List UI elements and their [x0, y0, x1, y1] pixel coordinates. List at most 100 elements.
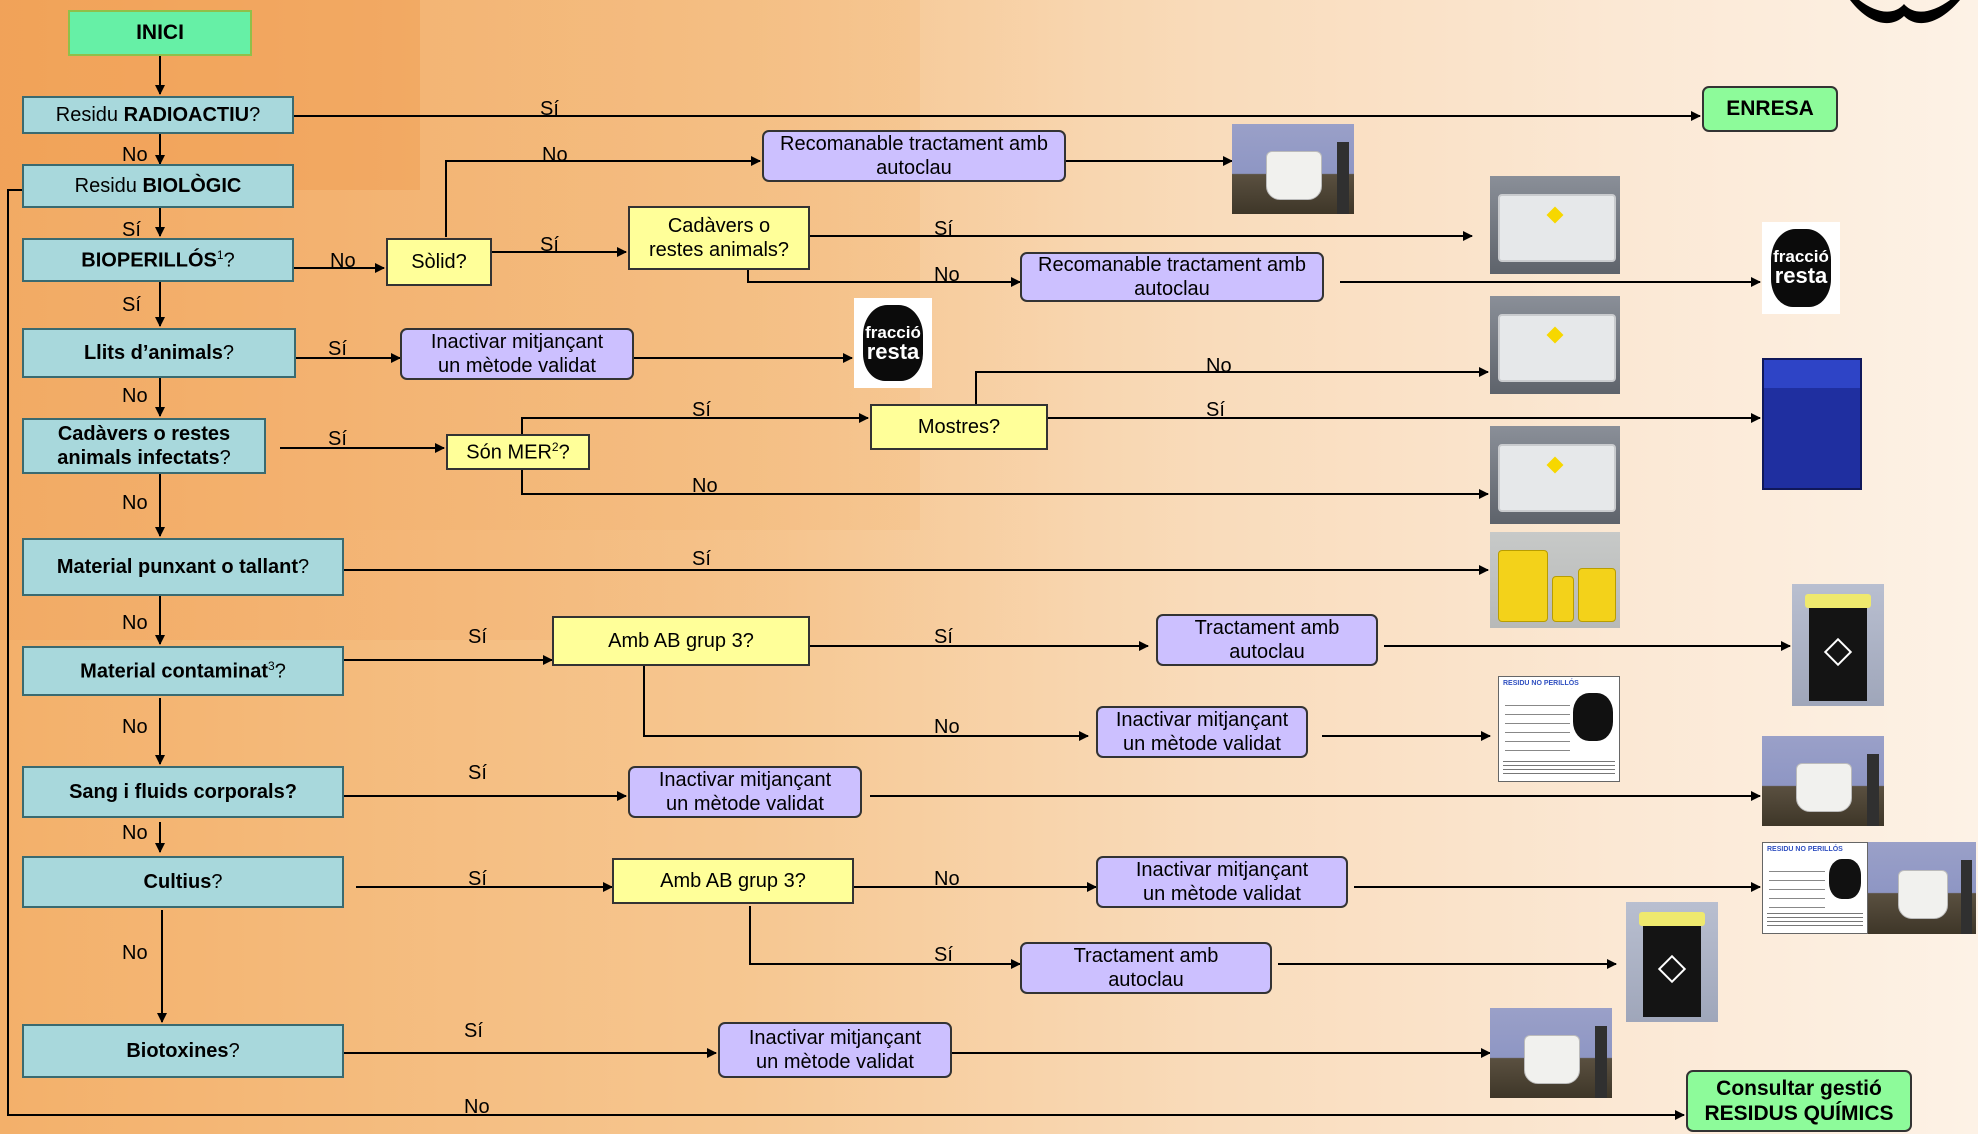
question-sang: Sang i fluids corporals?	[22, 766, 344, 818]
edge-label-yes: Sí	[468, 868, 487, 890]
edge-label-no: No	[934, 868, 960, 890]
question-text: Material punxant o tallant?	[56, 556, 310, 578]
edge-label-no: No	[934, 264, 960, 286]
edge-label-no: No	[934, 716, 960, 738]
edge-label-no: No	[330, 250, 356, 272]
question-text: Residu BIOLÒGIC	[74, 175, 242, 197]
toilet-photo	[1868, 842, 1976, 934]
decision-text: Amb AB grup 3?	[660, 870, 806, 892]
question-radioactiu: Residu RADIOACTIU?	[22, 96, 294, 134]
question-contaminat: Material contaminat3?	[22, 646, 344, 696]
toilet-photo	[1232, 124, 1354, 214]
edge-label-yes: Sí	[1206, 399, 1225, 421]
blue-bin-photo	[1762, 358, 1862, 490]
edge-label-yes: Sí	[122, 219, 141, 241]
edge-label-yes: Sí	[328, 428, 347, 450]
edge-label-yes: Sí	[540, 98, 559, 120]
decision-text: Amb AB grup 3?	[608, 630, 754, 652]
question-llits: Llits d’animals?	[22, 328, 296, 378]
cart-photo	[1490, 176, 1620, 274]
question-bioperillos: BIOPERILLÓS1?	[22, 238, 294, 282]
edge-label-no: No	[122, 385, 148, 407]
edge-label-no: No	[122, 492, 148, 514]
decision-ab-grup3-b: Amb AB grup 3?	[612, 858, 854, 904]
edge-label-yes: Sí	[464, 1020, 483, 1042]
outcome-text: ENRESA	[1726, 97, 1814, 121]
edge-label-yes: Sí	[540, 234, 559, 256]
decision-son-mer: Són MER2?	[446, 434, 590, 470]
black-bin-photo	[1792, 584, 1884, 706]
cart-photo	[1490, 296, 1620, 394]
decision-text: Sòlid?	[411, 251, 467, 273]
yellow-sharps-containers	[1490, 532, 1620, 628]
edge-label-no: No	[122, 942, 148, 964]
toilet-photo	[1762, 736, 1884, 826]
edge-label-yes: Sí	[468, 762, 487, 784]
question-biologic: Residu BIOLÒGIC	[22, 164, 294, 208]
edge-label-yes: Sí	[692, 399, 711, 421]
edge-label-yes: Sí	[328, 338, 347, 360]
decision-text: Mostres?	[917, 416, 1001, 438]
outcome-enresa: ENRESA	[1702, 86, 1838, 132]
edge-label-yes: Sí	[692, 548, 711, 570]
edge-label-no: No	[464, 1096, 490, 1118]
edge-label-yes: Sí	[122, 294, 141, 316]
residu-no-perillos-label: RESIDU NO PERILLÓS	[1498, 676, 1620, 782]
start-node: INICI	[68, 10, 252, 56]
question-text: Material contaminat3?	[80, 658, 286, 683]
question-text: Biotoxines?	[126, 1040, 240, 1062]
edge-label-yes: Sí	[934, 944, 953, 966]
start-label: INICI	[136, 21, 184, 45]
decision-mostres: Mostres?	[870, 404, 1048, 450]
edge-label-no: No	[122, 822, 148, 844]
institution-logo	[1850, 0, 1960, 23]
edge-label-no: No	[692, 475, 718, 497]
edge-label-no: No	[122, 716, 148, 738]
question-biotoxines: Biotoxines?	[22, 1024, 344, 1078]
question-text: Llits d’animals?	[83, 342, 235, 364]
edge-label-no: No	[122, 612, 148, 634]
question-text: Sang i fluids corporals?	[69, 781, 297, 803]
question-text: Residu RADIOACTIU?	[55, 104, 261, 126]
edge-label-yes: Sí	[934, 626, 953, 648]
black-bin-photo	[1626, 902, 1718, 1022]
decision-solid: Sòlid?	[386, 238, 492, 286]
cart-photo	[1490, 426, 1620, 524]
question-punxant: Material punxant o tallant?	[22, 538, 344, 596]
edge-label-no: No	[122, 144, 148, 166]
question-text: BIOPERILLÓS1?	[81, 247, 235, 272]
decision-text: Són MER2?	[466, 439, 570, 464]
toilet-photo	[1490, 1008, 1612, 1098]
question-cultius: Cultius?	[22, 856, 344, 908]
edge-label-no: No	[1206, 355, 1232, 377]
edge-label-yes: Sí	[934, 218, 953, 240]
decision-ab-grup3-a: Amb AB grup 3?	[552, 616, 810, 666]
question-text: Cultius?	[143, 871, 223, 893]
